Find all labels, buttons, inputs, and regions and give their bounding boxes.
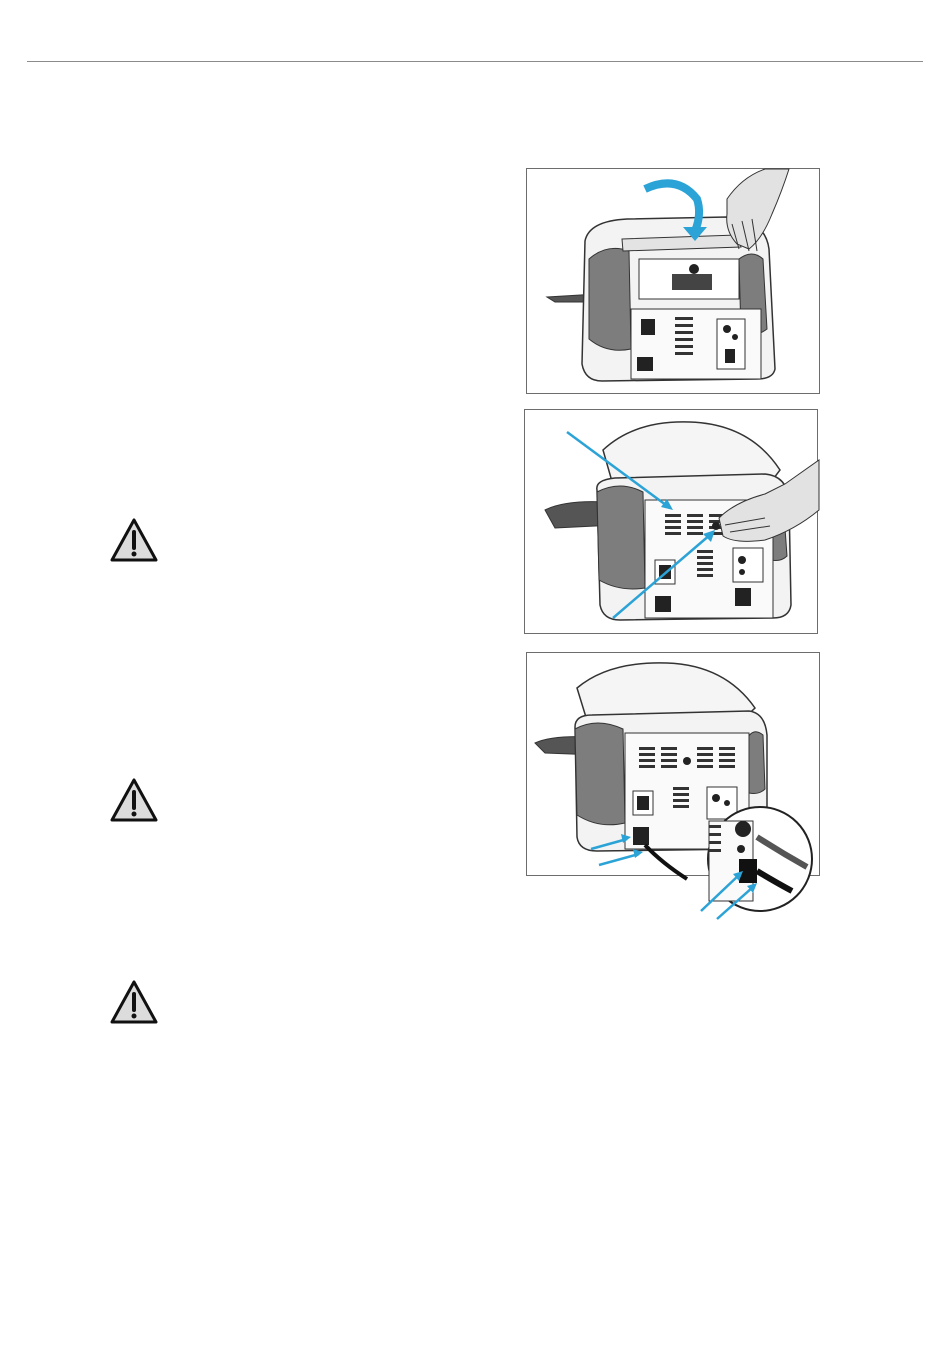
figure-close-lid (524, 409, 818, 634)
header-rule (27, 61, 923, 62)
figure-open-lid (526, 168, 820, 394)
warning-triangle-icon (109, 777, 159, 823)
warning-triangle-icon (109, 979, 159, 1025)
figure-connect-power (526, 652, 820, 876)
warning-triangle-icon (109, 517, 159, 563)
